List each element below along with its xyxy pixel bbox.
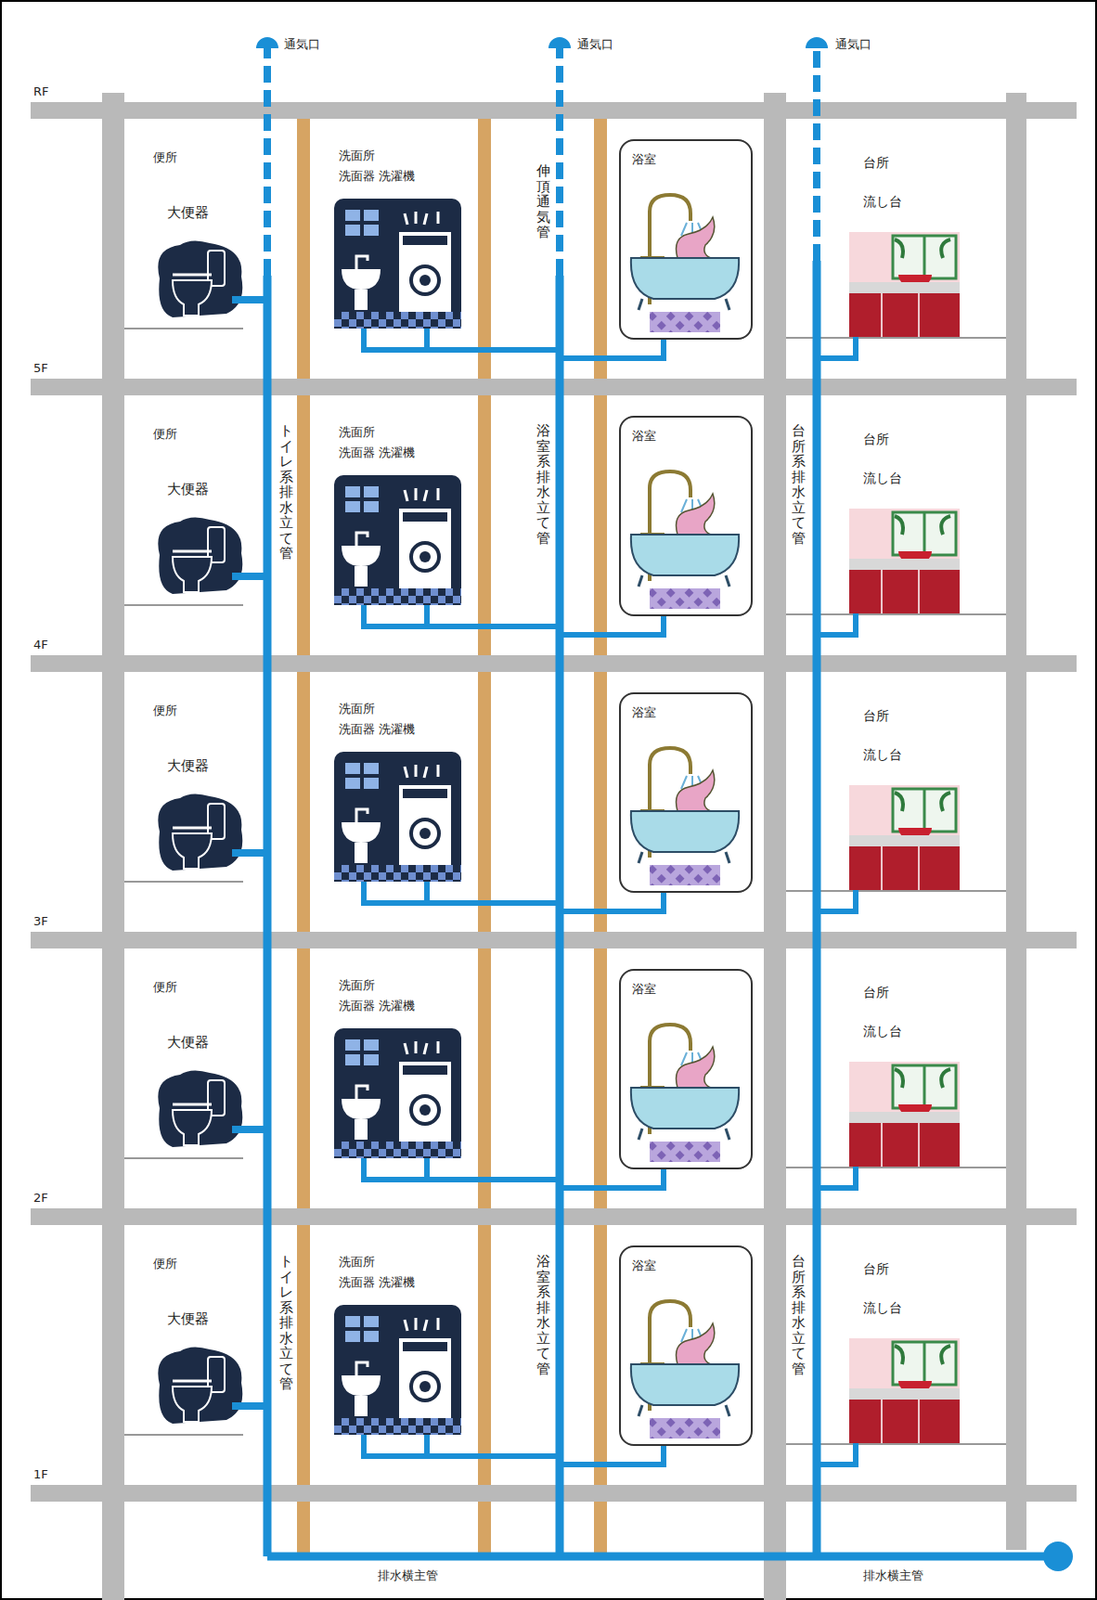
bathroom-box: 浴室 <box>619 968 753 1170</box>
pipe-label: 排水横主管 <box>377 1568 439 1584</box>
room-label: 便所 <box>153 150 178 166</box>
toilet-area: 便所大便器 <box>139 146 251 231</box>
fixture-label: 流し台 <box>863 193 903 210</box>
toilet-area: 便所大便器 <box>139 976 251 1060</box>
vent-label: 通気口 <box>283 37 321 52</box>
kitchen-area: 台所流し台 <box>839 427 970 503</box>
room-label: 台所 <box>863 431 890 448</box>
fixture-label: 洗面器 洗濯機 <box>338 445 415 461</box>
pipe-label: トイレ系排水立て管 <box>279 1253 294 1393</box>
fixture-label: 大便器 <box>167 1310 209 1328</box>
room-label: 便所 <box>153 703 178 719</box>
fixture-label: 大便器 <box>167 757 209 775</box>
pipe-label: 台所系排水立て管 <box>791 423 806 546</box>
toilet-area: 便所大便器 <box>139 423 251 507</box>
vent-label: 通気口 <box>577 37 614 52</box>
room-label: 洗面所 <box>338 148 375 164</box>
room-label: 浴室 <box>632 1258 657 1274</box>
kitchen-area: 台所流し台 <box>839 980 970 1056</box>
floor-label: 1F <box>33 1467 49 1483</box>
washroom-box: 洗面所洗面器 洗濯機 <box>329 1251 469 1437</box>
washroom-box: 洗面所洗面器 洗濯機 <box>329 144 469 331</box>
room-label: 台所 <box>863 984 890 1001</box>
washroom-box: 洗面所洗面器 洗濯機 <box>329 421 469 607</box>
washroom-box: 洗面所洗面器 洗濯機 <box>329 974 469 1161</box>
floor-label: 4F <box>33 637 49 653</box>
fixture-label: 流し台 <box>863 1023 903 1040</box>
kitchen-area: 台所流し台 <box>839 151 970 226</box>
floor-label: RF <box>33 84 50 100</box>
room-label: 浴室 <box>632 428 657 444</box>
room-label: 台所 <box>863 1261 890 1278</box>
room-label: 台所 <box>863 708 890 724</box>
room-label: 浴室 <box>632 152 657 168</box>
bathroom-box: 浴室 <box>619 692 753 893</box>
room-label: 洗面所 <box>338 1254 375 1270</box>
bathroom-box: 浴室 <box>619 1245 753 1446</box>
floor-label: 3F <box>33 914 49 930</box>
fixture-label: 流し台 <box>863 1300 903 1317</box>
room-label: 浴室 <box>632 705 657 721</box>
toilet-area: 便所大便器 <box>139 699 251 784</box>
pipe-label: 台所系排水立て管 <box>791 1253 806 1377</box>
room-label: 便所 <box>153 426 178 442</box>
floor-label: 2F <box>33 1190 49 1206</box>
room-label: 洗面所 <box>338 701 375 717</box>
room-label: 洗面所 <box>338 978 375 994</box>
washroom-box: 洗面所洗面器 洗濯機 <box>329 697 469 884</box>
vent-label: 通気口 <box>835 37 872 52</box>
fixture-label: 大便器 <box>167 1033 209 1051</box>
fixture-label: 洗面器 洗濯機 <box>338 722 415 737</box>
pipe-label: トイレ系排水立て管 <box>279 423 294 562</box>
room-label: 便所 <box>153 1256 178 1272</box>
fixture-label: 洗面器 洗濯機 <box>338 168 415 184</box>
pipe-label: 浴室系排水立て管 <box>536 1253 551 1377</box>
fixture-label: 洗面器 洗濯機 <box>338 1275 415 1291</box>
room-label: 洗面所 <box>338 425 375 440</box>
pipe-label: 浴室系排水立て管 <box>536 423 551 546</box>
fixture-label: 洗面器 洗濯機 <box>338 998 415 1014</box>
fixture-label: 大便器 <box>167 204 209 221</box>
kitchen-area: 台所流し台 <box>839 704 970 779</box>
kitchen-area: 台所流し台 <box>839 1257 970 1332</box>
pipe-label: 伸頂通気管 <box>536 163 551 241</box>
room-label: 台所 <box>863 154 890 171</box>
floor-label: 5F <box>33 361 49 376</box>
fixture-label: 大便器 <box>167 480 209 498</box>
bathroom-box: 浴室 <box>619 139 753 340</box>
pipe-label: 排水横主管 <box>863 1568 924 1584</box>
room-label: 便所 <box>153 980 178 995</box>
toilet-area: 便所大便器 <box>139 1252 251 1337</box>
room-label: 浴室 <box>632 981 657 997</box>
bathroom-box: 浴室 <box>619 415 753 617</box>
fixture-label: 流し台 <box>863 470 903 487</box>
fixture-label: 流し台 <box>863 747 903 763</box>
